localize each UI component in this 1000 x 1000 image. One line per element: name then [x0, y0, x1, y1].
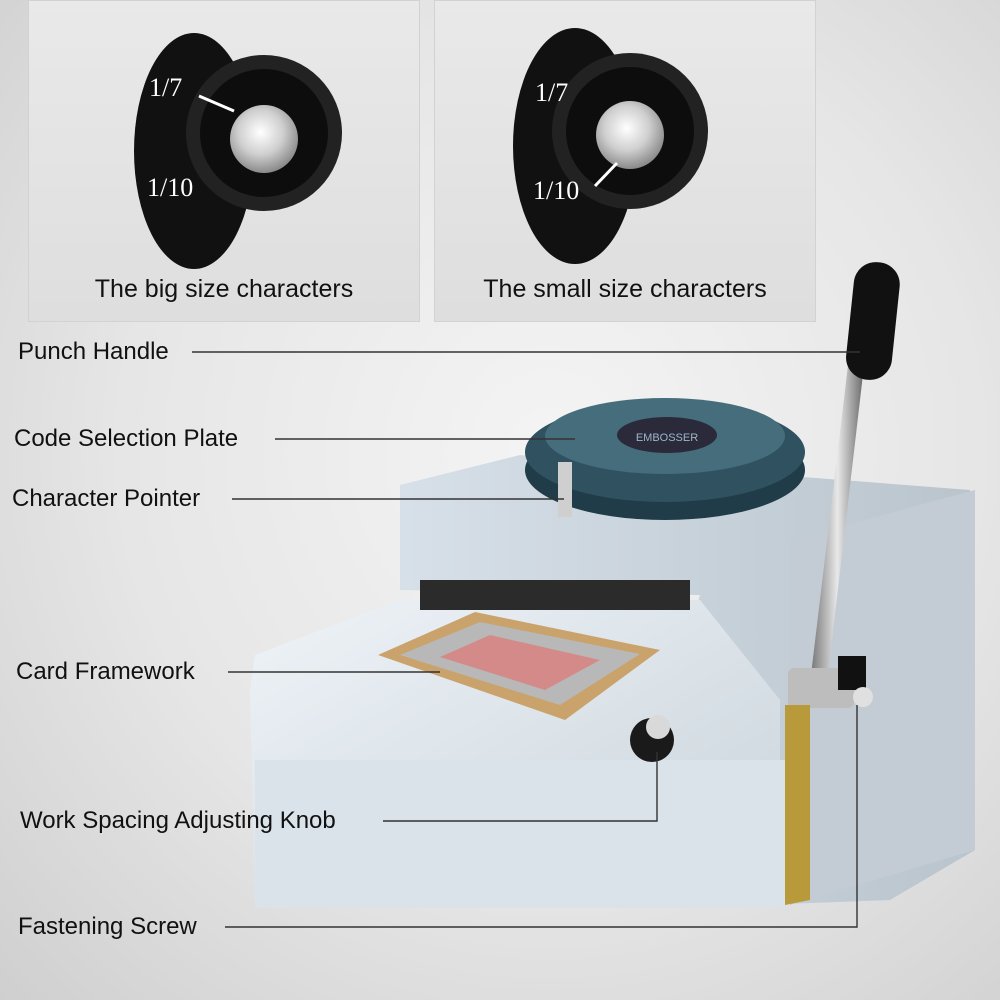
- label-work-spacing-knob: Work Spacing Adjusting Knob: [20, 807, 336, 834]
- inset-panel-big: 1/7 1/10 The big size characters: [28, 0, 420, 322]
- handle-pivot: [788, 668, 854, 708]
- card-slot: [420, 580, 690, 610]
- callout-line-knob: [383, 752, 658, 822]
- small-dial-label-bottom: 1/10: [533, 176, 579, 205]
- small-dial-label-top: 1/7: [535, 78, 568, 107]
- big-dial-label-bottom: 1/10: [147, 173, 193, 202]
- small-size-dial-image: 1/7 1/10: [513, 28, 708, 264]
- side-bracket: [785, 705, 810, 905]
- plate-label: EMBOSSER: [636, 432, 698, 444]
- big-dial-label-top: 1/7: [149, 73, 182, 102]
- small-size-caption: The small size characters: [483, 275, 767, 303]
- dial-center: [617, 417, 717, 453]
- big-size-dial-image: 1/7 1/10: [134, 33, 342, 269]
- label-card-framework: Card Framework: [16, 658, 195, 685]
- label-code-selection-plate: Code Selection Plate: [14, 425, 239, 452]
- machine-base: [255, 760, 785, 908]
- character-pointer: [558, 462, 572, 517]
- label-fastening-screw: Fastening Screw: [18, 913, 197, 940]
- label-character-pointer: Character Pointer: [12, 485, 201, 512]
- callout-line-screw: [225, 705, 858, 928]
- inset-panel-small: 1/7 1/10 The small size characters: [434, 0, 816, 322]
- fastening-screw[interactable]: [853, 687, 873, 707]
- handle-grip[interactable]: [844, 260, 902, 382]
- label-punch-handle: Punch Handle: [18, 338, 169, 365]
- big-size-caption: The big size characters: [94, 275, 354, 303]
- card-grid: [440, 635, 600, 690]
- pivot-block: [838, 656, 866, 690]
- knob-cap: [646, 715, 670, 739]
- handle-rod: [808, 340, 867, 700]
